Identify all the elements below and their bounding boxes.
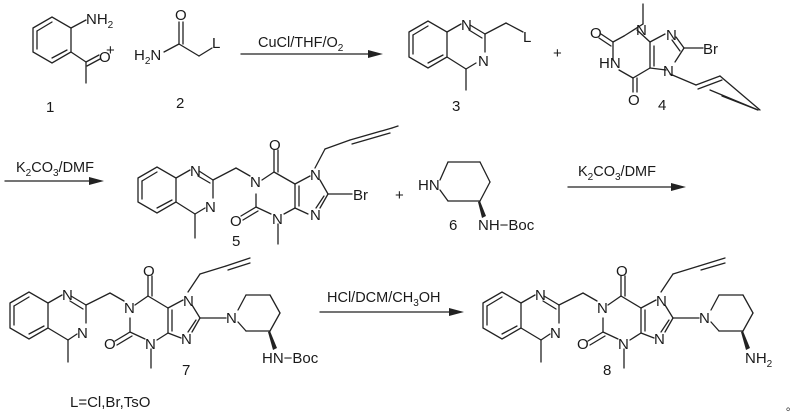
svg-text:O: O — [616, 263, 628, 280]
plus-sign: + — [553, 45, 562, 62]
amine-group: NH2 — [86, 11, 114, 31]
trailing-mark: 。 — [786, 401, 797, 413]
svg-text:N: N — [636, 22, 647, 39]
svg-text:O: O — [269, 137, 281, 154]
reaction-arrow-1: CuCl/THF/O2 — [240, 35, 383, 58]
svg-text:O: O — [230, 213, 242, 230]
conditions-step-1: CuCl/THF/O2 — [258, 35, 344, 54]
compound-5: N N N O O N N N Br 5 — [137, 125, 399, 250]
svg-text:N: N — [663, 63, 674, 80]
svg-text:N: N — [666, 27, 677, 44]
leaving-group-footnote: L=Cl,Br,TsO — [70, 394, 150, 411]
reaction-arrow-2: K2CO3/DMF — [4, 160, 104, 185]
svg-text:N: N — [124, 300, 135, 317]
svg-text:O: O — [175, 7, 187, 24]
svg-text:N: N — [550, 325, 561, 342]
compound-7: N N N O O N N N N HN−Boc 7 — [9, 257, 319, 379]
conditions-step-4: HCl/DCM/CH3OH — [327, 290, 441, 309]
compound-label-2: 2 — [176, 95, 184, 112]
compound-label-3: 3 — [452, 98, 460, 115]
svg-text:N: N — [77, 325, 88, 342]
svg-text:N: N — [181, 331, 192, 348]
reaction-arrow-4: HCl/DCM/CH3OH — [319, 290, 464, 316]
svg-text:N: N — [250, 174, 261, 191]
compound-label-1: 1 — [46, 99, 54, 116]
svg-text:N: N — [310, 167, 321, 184]
svg-text:O: O — [99, 49, 111, 66]
conditions-step-3: K2CO3/DMF — [578, 164, 656, 183]
svg-text:O: O — [577, 336, 589, 353]
compound-label-8: 8 — [603, 362, 611, 379]
svg-text:N: N — [535, 287, 546, 304]
svg-text:Br: Br — [353, 187, 368, 204]
conditions-step-2: K2CO3/DMF — [16, 160, 94, 179]
svg-text:O: O — [628, 92, 640, 109]
compound-label-4: 4 — [658, 97, 666, 114]
svg-text:N: N — [597, 300, 608, 317]
bromo-substituent: Br — [703, 41, 718, 58]
compound-label-6: 6 — [449, 217, 457, 234]
svg-text:N: N — [699, 310, 710, 327]
svg-text:O: O — [104, 336, 116, 353]
compound-4: O N N Br HN N O 4 — [590, 3, 761, 114]
svg-text:N: N — [654, 331, 665, 348]
svg-text:O: O — [590, 25, 602, 42]
compound-6: HN NH−Boc 6 — [418, 161, 535, 234]
leaving-group-L: L — [212, 35, 220, 52]
svg-text:N: N — [62, 287, 73, 304]
svg-text:N: N — [183, 293, 194, 310]
boc-amine: NH−Boc — [478, 217, 535, 234]
svg-text:N: N — [478, 53, 489, 70]
svg-text:L: L — [523, 29, 531, 46]
svg-text:N: N — [272, 211, 283, 228]
compound-label-7: 7 — [182, 362, 190, 379]
compound-label-5: 5 — [232, 233, 240, 250]
svg-text:N: N — [618, 336, 629, 353]
svg-text:N: N — [226, 310, 237, 327]
plus-sign: + — [395, 187, 404, 204]
svg-text:N: N — [145, 336, 156, 353]
svg-text:N: N — [461, 17, 472, 34]
svg-text:HN: HN — [418, 177, 440, 194]
svg-text:HN: HN — [599, 55, 621, 72]
compound-1: NH2 O 1 — [32, 11, 114, 116]
svg-text:N: N — [190, 163, 201, 180]
amide-nh2: H2N — [134, 47, 161, 67]
svg-text:N: N — [205, 199, 216, 216]
plus-sign: + — [106, 42, 115, 59]
boc-amine: HN−Boc — [262, 350, 319, 367]
svg-text:O: O — [143, 263, 155, 280]
compound-2: H2N O L 2 — [134, 7, 220, 112]
svg-text:N: N — [310, 207, 321, 224]
reaction-arrow-3: K2CO3/DMF — [567, 164, 686, 191]
primary-amine: NH2 — [745, 350, 773, 370]
svg-text:N: N — [656, 293, 667, 310]
compound-3: N N L 3 — [408, 17, 531, 115]
compound-8: N N N O O N N N N NH2 8 — [482, 257, 773, 379]
